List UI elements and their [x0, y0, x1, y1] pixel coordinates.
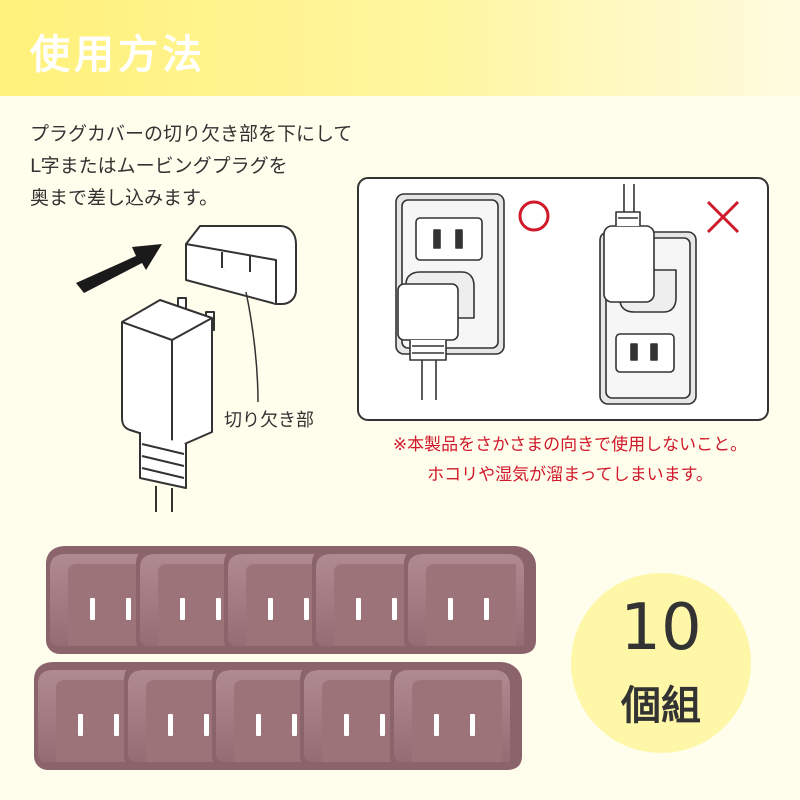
plug-illustration [121, 297, 215, 512]
correct-mark-icon [518, 200, 550, 232]
notch-label: 切り欠き部 [224, 410, 314, 431]
page-title: 使用方法 [30, 32, 206, 78]
count-number: 10 [620, 591, 702, 665]
covers-row-top [46, 546, 536, 654]
count-badge: 10 個組 [571, 573, 751, 753]
plug-cover-illustration [185, 225, 297, 305]
warning-text: ※本製品をさかさまの向きで使用しないこと。 ホコリや湿気が溜まってしまいます。 [360, 430, 780, 490]
instructions-text: プラグカバーの切り欠き部を下にして L字またはムービングプラグを 奥まで差し込み… [30, 118, 360, 214]
count-unit: 個組 [621, 683, 701, 729]
covers-row-bottom [34, 662, 522, 770]
warning-line-1: ※本製品をさかさまの向きで使用しないこと。 [392, 435, 748, 455]
instruction-line-1: プラグカバーの切り欠き部を下にして [30, 123, 353, 145]
instruction-line-3: 奥まで差し込みます。 [30, 187, 219, 209]
header-banner: 使用方法 [0, 0, 800, 96]
instruction-line-2: L字またはムービングプラグを [30, 155, 288, 177]
arrow-icon [76, 244, 162, 293]
wrong-mark-icon [706, 200, 740, 234]
correct-example [395, 193, 505, 400]
wrong-example [599, 184, 697, 405]
warning-line-2: ホコリや湿気が溜まってしまいます。 [427, 465, 713, 485]
usage-diagram [76, 177, 769, 512]
notch-leader-line [245, 291, 259, 403]
